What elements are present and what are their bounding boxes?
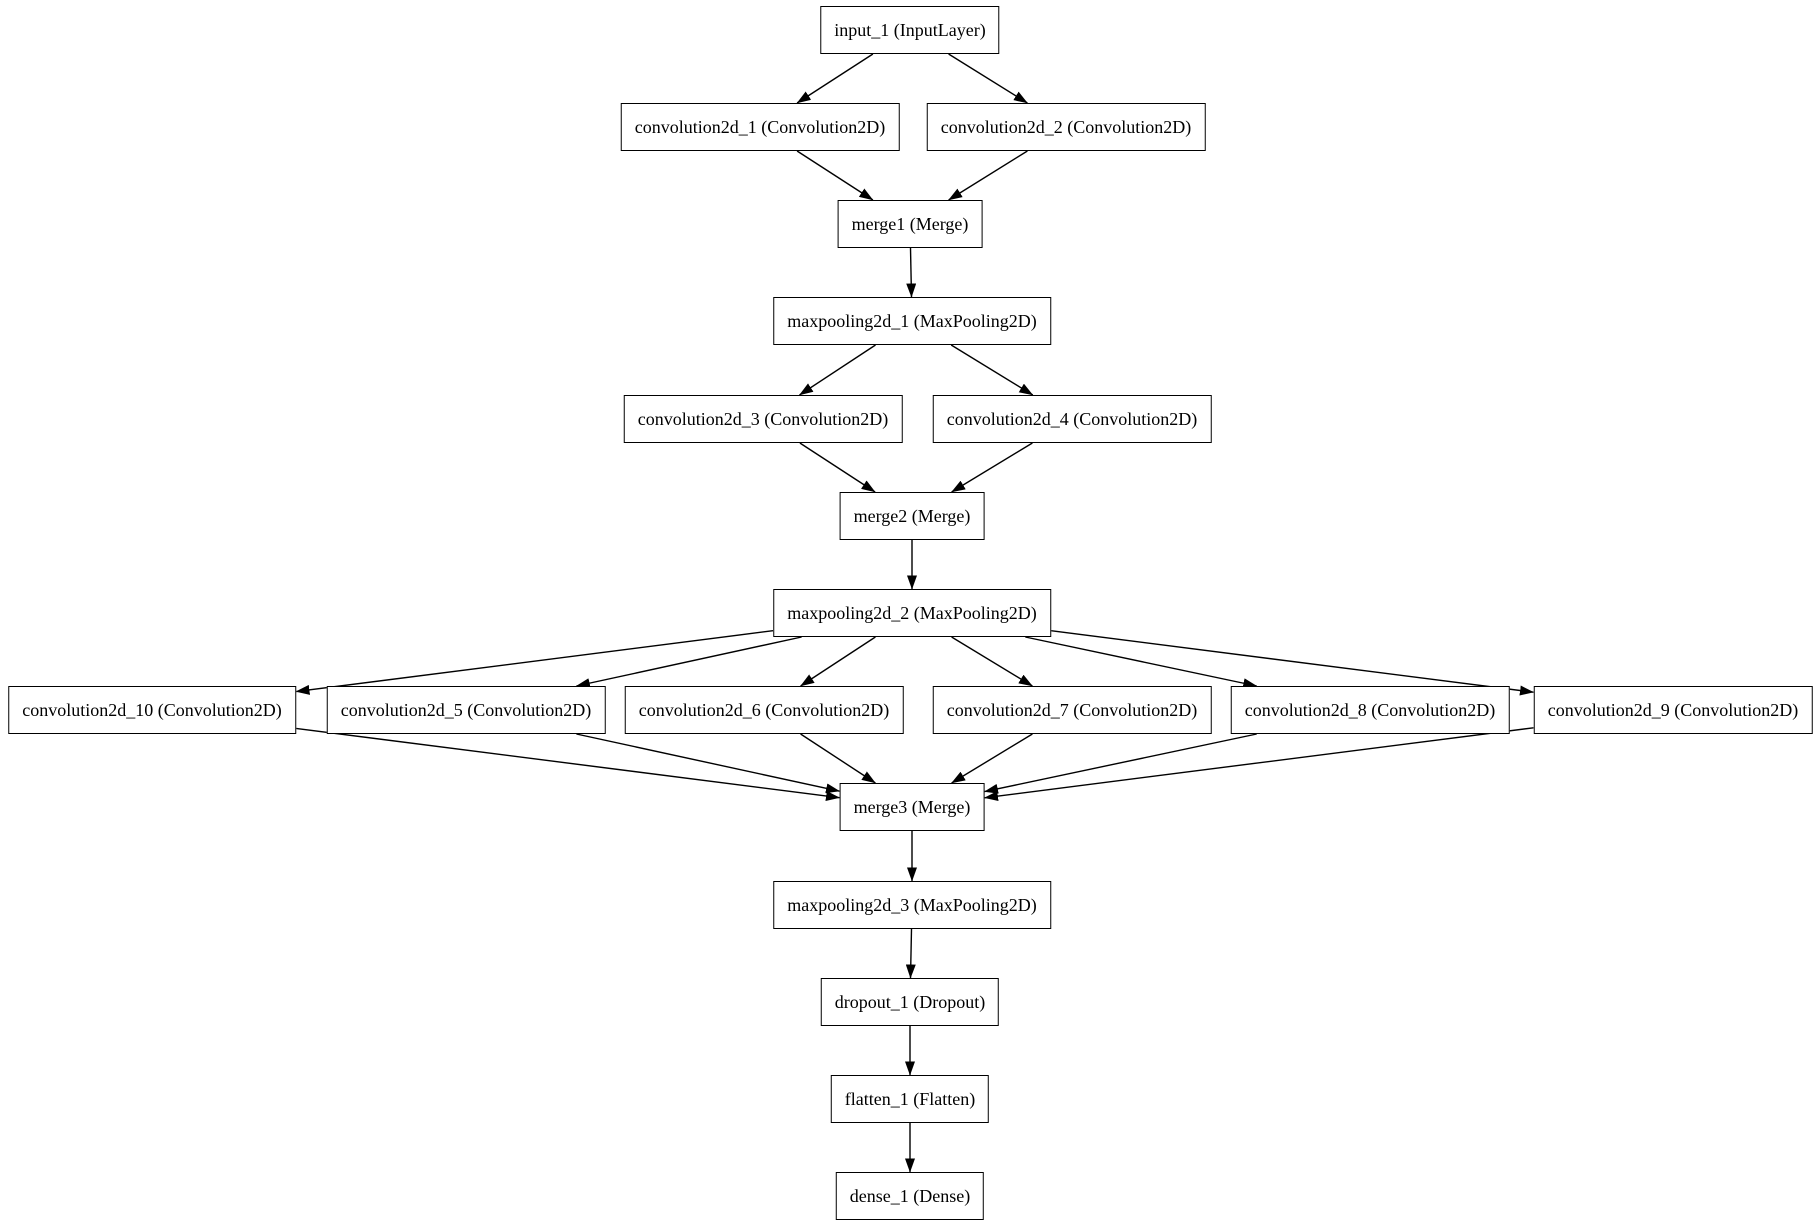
node-input_1: input_1 (InputLayer) [820, 6, 1000, 54]
node-label: convolution2d_5 (Convolution2D) [340, 699, 592, 720]
node-merge1: merge1 (Merge) [837, 200, 983, 248]
edge-input_1-to-convolution2d_2 [948, 53, 1028, 104]
edge-maxpooling2d_1-to-convolution2d_4 [950, 344, 1034, 396]
node-dropout_1: dropout_1 (Dropout) [820, 978, 1000, 1026]
edge-group [295, 53, 1534, 1173]
edge-convolution2d_8-to-merge3 [984, 733, 1257, 794]
node-convolution2d_9: convolution2d_9 (Convolution2D) [1533, 686, 1813, 734]
node-label: maxpooling2d_3 (MaxPooling2D) [787, 894, 1037, 915]
node-label: dropout_1 (Dropout) [834, 991, 986, 1012]
node-label: convolution2d_2 (Convolution2D) [940, 116, 1192, 137]
node-label: convolution2d_7 (Convolution2D) [946, 699, 1198, 720]
node-convolution2d_1: convolution2d_1 (Convolution2D) [620, 103, 900, 151]
node-dense_1: dense_1 (Dense) [835, 1172, 985, 1220]
node-maxpooling2d_3: maxpooling2d_3 (MaxPooling2D) [773, 881, 1051, 929]
edge-convolution2d_1-to-merge1 [796, 150, 874, 201]
node-label: merge3 (Merge) [853, 796, 971, 817]
node-convolution2d_3: convolution2d_3 (Convolution2D) [623, 395, 903, 443]
edge-maxpooling2d_2-to-convolution2d_9 [1050, 630, 1534, 696]
node-label: convolution2d_6 (Convolution2D) [638, 699, 890, 720]
edge-convolution2d_3-to-merge2 [799, 442, 876, 493]
node-label: convolution2d_3 (Convolution2D) [637, 408, 889, 429]
edge-maxpooling2d_3-to-dropout_1 [905, 928, 916, 979]
node-convolution2d_8: convolution2d_8 (Convolution2D) [1230, 686, 1510, 734]
node-label: convolution2d_1 (Convolution2D) [634, 116, 886, 137]
node-label: convolution2d_9 (Convolution2D) [1547, 699, 1799, 720]
node-label: convolution2d_10 (Convolution2D) [22, 699, 282, 720]
edge-convolution2d_7-to-merge3 [951, 733, 1033, 784]
node-label: merge2 (Merge) [853, 505, 971, 526]
node-flatten_1: flatten_1 (Flatten) [830, 1075, 990, 1123]
node-label: input_1 (InputLayer) [834, 19, 986, 40]
edge-convolution2d_9-to-merge3 [984, 727, 1534, 802]
node-convolution2d_7: convolution2d_7 (Convolution2D) [932, 686, 1212, 734]
edge-convolution2d_10-to-merge3 [295, 727, 840, 801]
edge-maxpooling2d_2-to-convolution2d_6 [800, 636, 876, 687]
node-convolution2d_10: convolution2d_10 (Convolution2D) [8, 686, 296, 734]
edge-merge1-to-maxpooling2d_1 [906, 247, 917, 298]
node-convolution2d_2: convolution2d_2 (Convolution2D) [926, 103, 1206, 151]
edge-convolution2d_5-to-merge3 [576, 733, 840, 794]
node-maxpooling2d_2: maxpooling2d_2 (MaxPooling2D) [773, 589, 1051, 637]
edge-maxpooling2d_2-to-convolution2d_7 [951, 636, 1033, 687]
edge-maxpooling2d_2-to-convolution2d_5 [575, 636, 802, 689]
node-merge2: merge2 (Merge) [839, 492, 985, 540]
node-convolution2d_4: convolution2d_4 (Convolution2D) [932, 395, 1212, 443]
node-label: convolution2d_8 (Convolution2D) [1244, 699, 1496, 720]
node-label: dense_1 (Dense) [849, 1185, 971, 1206]
edge-input_1-to-convolution2d_1 [796, 53, 874, 104]
node-label: merge1 (Merge) [851, 213, 969, 234]
node-merge3: merge3 (Merge) [839, 783, 985, 831]
node-maxpooling2d_1: maxpooling2d_1 (MaxPooling2D) [773, 297, 1051, 345]
edge-convolution2d_2-to-merge1 [948, 150, 1028, 201]
node-convolution2d_6: convolution2d_6 (Convolution2D) [624, 686, 904, 734]
node-label: flatten_1 (Flatten) [844, 1088, 976, 1109]
node-label: maxpooling2d_2 (MaxPooling2D) [787, 602, 1037, 623]
node-convolution2d_5: convolution2d_5 (Convolution2D) [326, 686, 606, 734]
node-label: convolution2d_4 (Convolution2D) [946, 408, 1198, 429]
edge-maxpooling2d_2-to-convolution2d_8 [1025, 636, 1258, 689]
edge-maxpooling2d_1-to-convolution2d_3 [799, 344, 876, 396]
edge-convolution2d_4-to-merge2 [951, 442, 1033, 493]
edge-maxpooling2d_2-to-convolution2d_10 [295, 630, 774, 695]
edge-convolution2d_6-to-merge3 [800, 733, 876, 784]
node-label: maxpooling2d_1 (MaxPooling2D) [787, 310, 1037, 331]
